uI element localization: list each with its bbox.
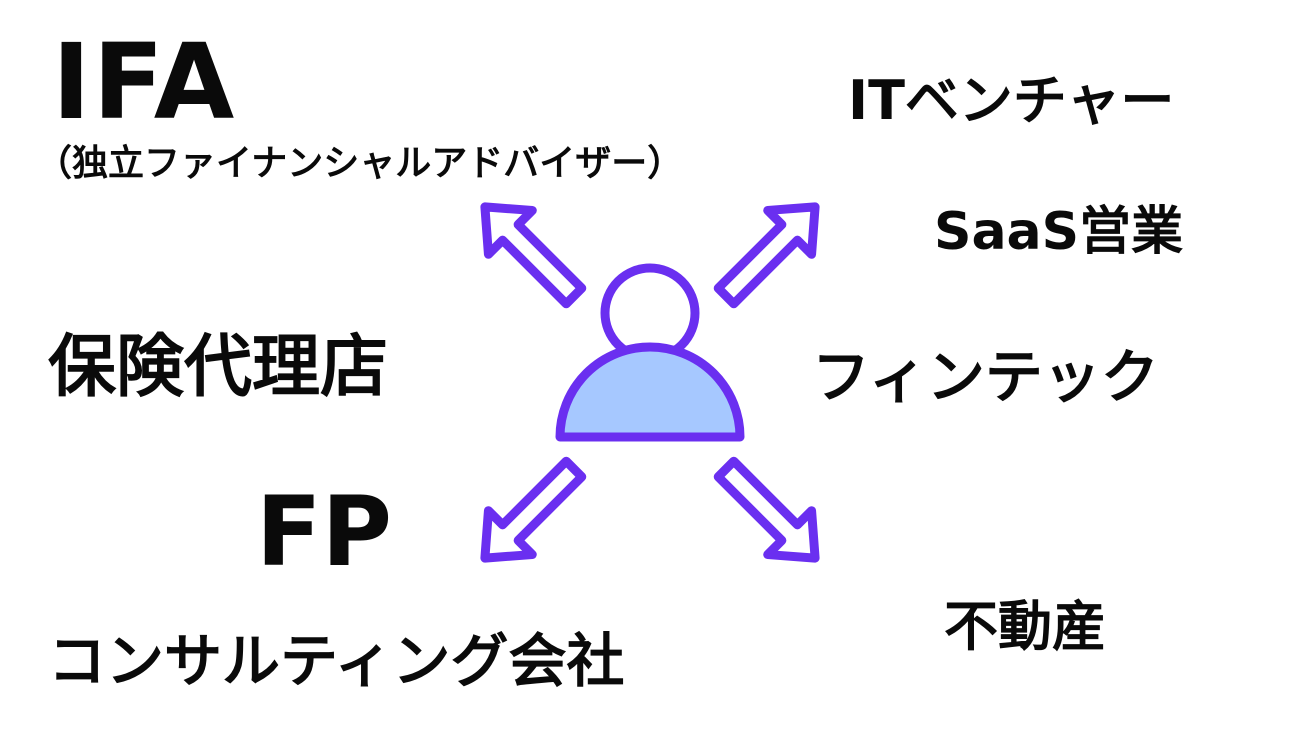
- label-ifa: IFA: [52, 21, 237, 143]
- label-it-venture: ITベンチャー: [848, 69, 1175, 132]
- label-real-estate: 不動産: [944, 595, 1106, 658]
- arrow-down-left-icon: [463, 447, 596, 580]
- label-ifa-subtitle: （独立ファイナンシャルアドバイザー）: [36, 143, 684, 184]
- label-fp: FP: [256, 476, 392, 588]
- label-saas-sales: SaaS営業: [934, 202, 1184, 262]
- label-insurance-agency: 保険代理店: [48, 328, 389, 407]
- label-fintech: フィンテック: [812, 343, 1159, 411]
- arrow-down-right-icon: [704, 447, 837, 580]
- arrow-up-left-icon: [463, 185, 596, 318]
- person-body: [555, 342, 745, 442]
- person-icon: [555, 263, 745, 442]
- arrow-up-right-icon: [704, 185, 837, 318]
- label-consulting-firm: コンサルティング会社: [48, 627, 625, 695]
